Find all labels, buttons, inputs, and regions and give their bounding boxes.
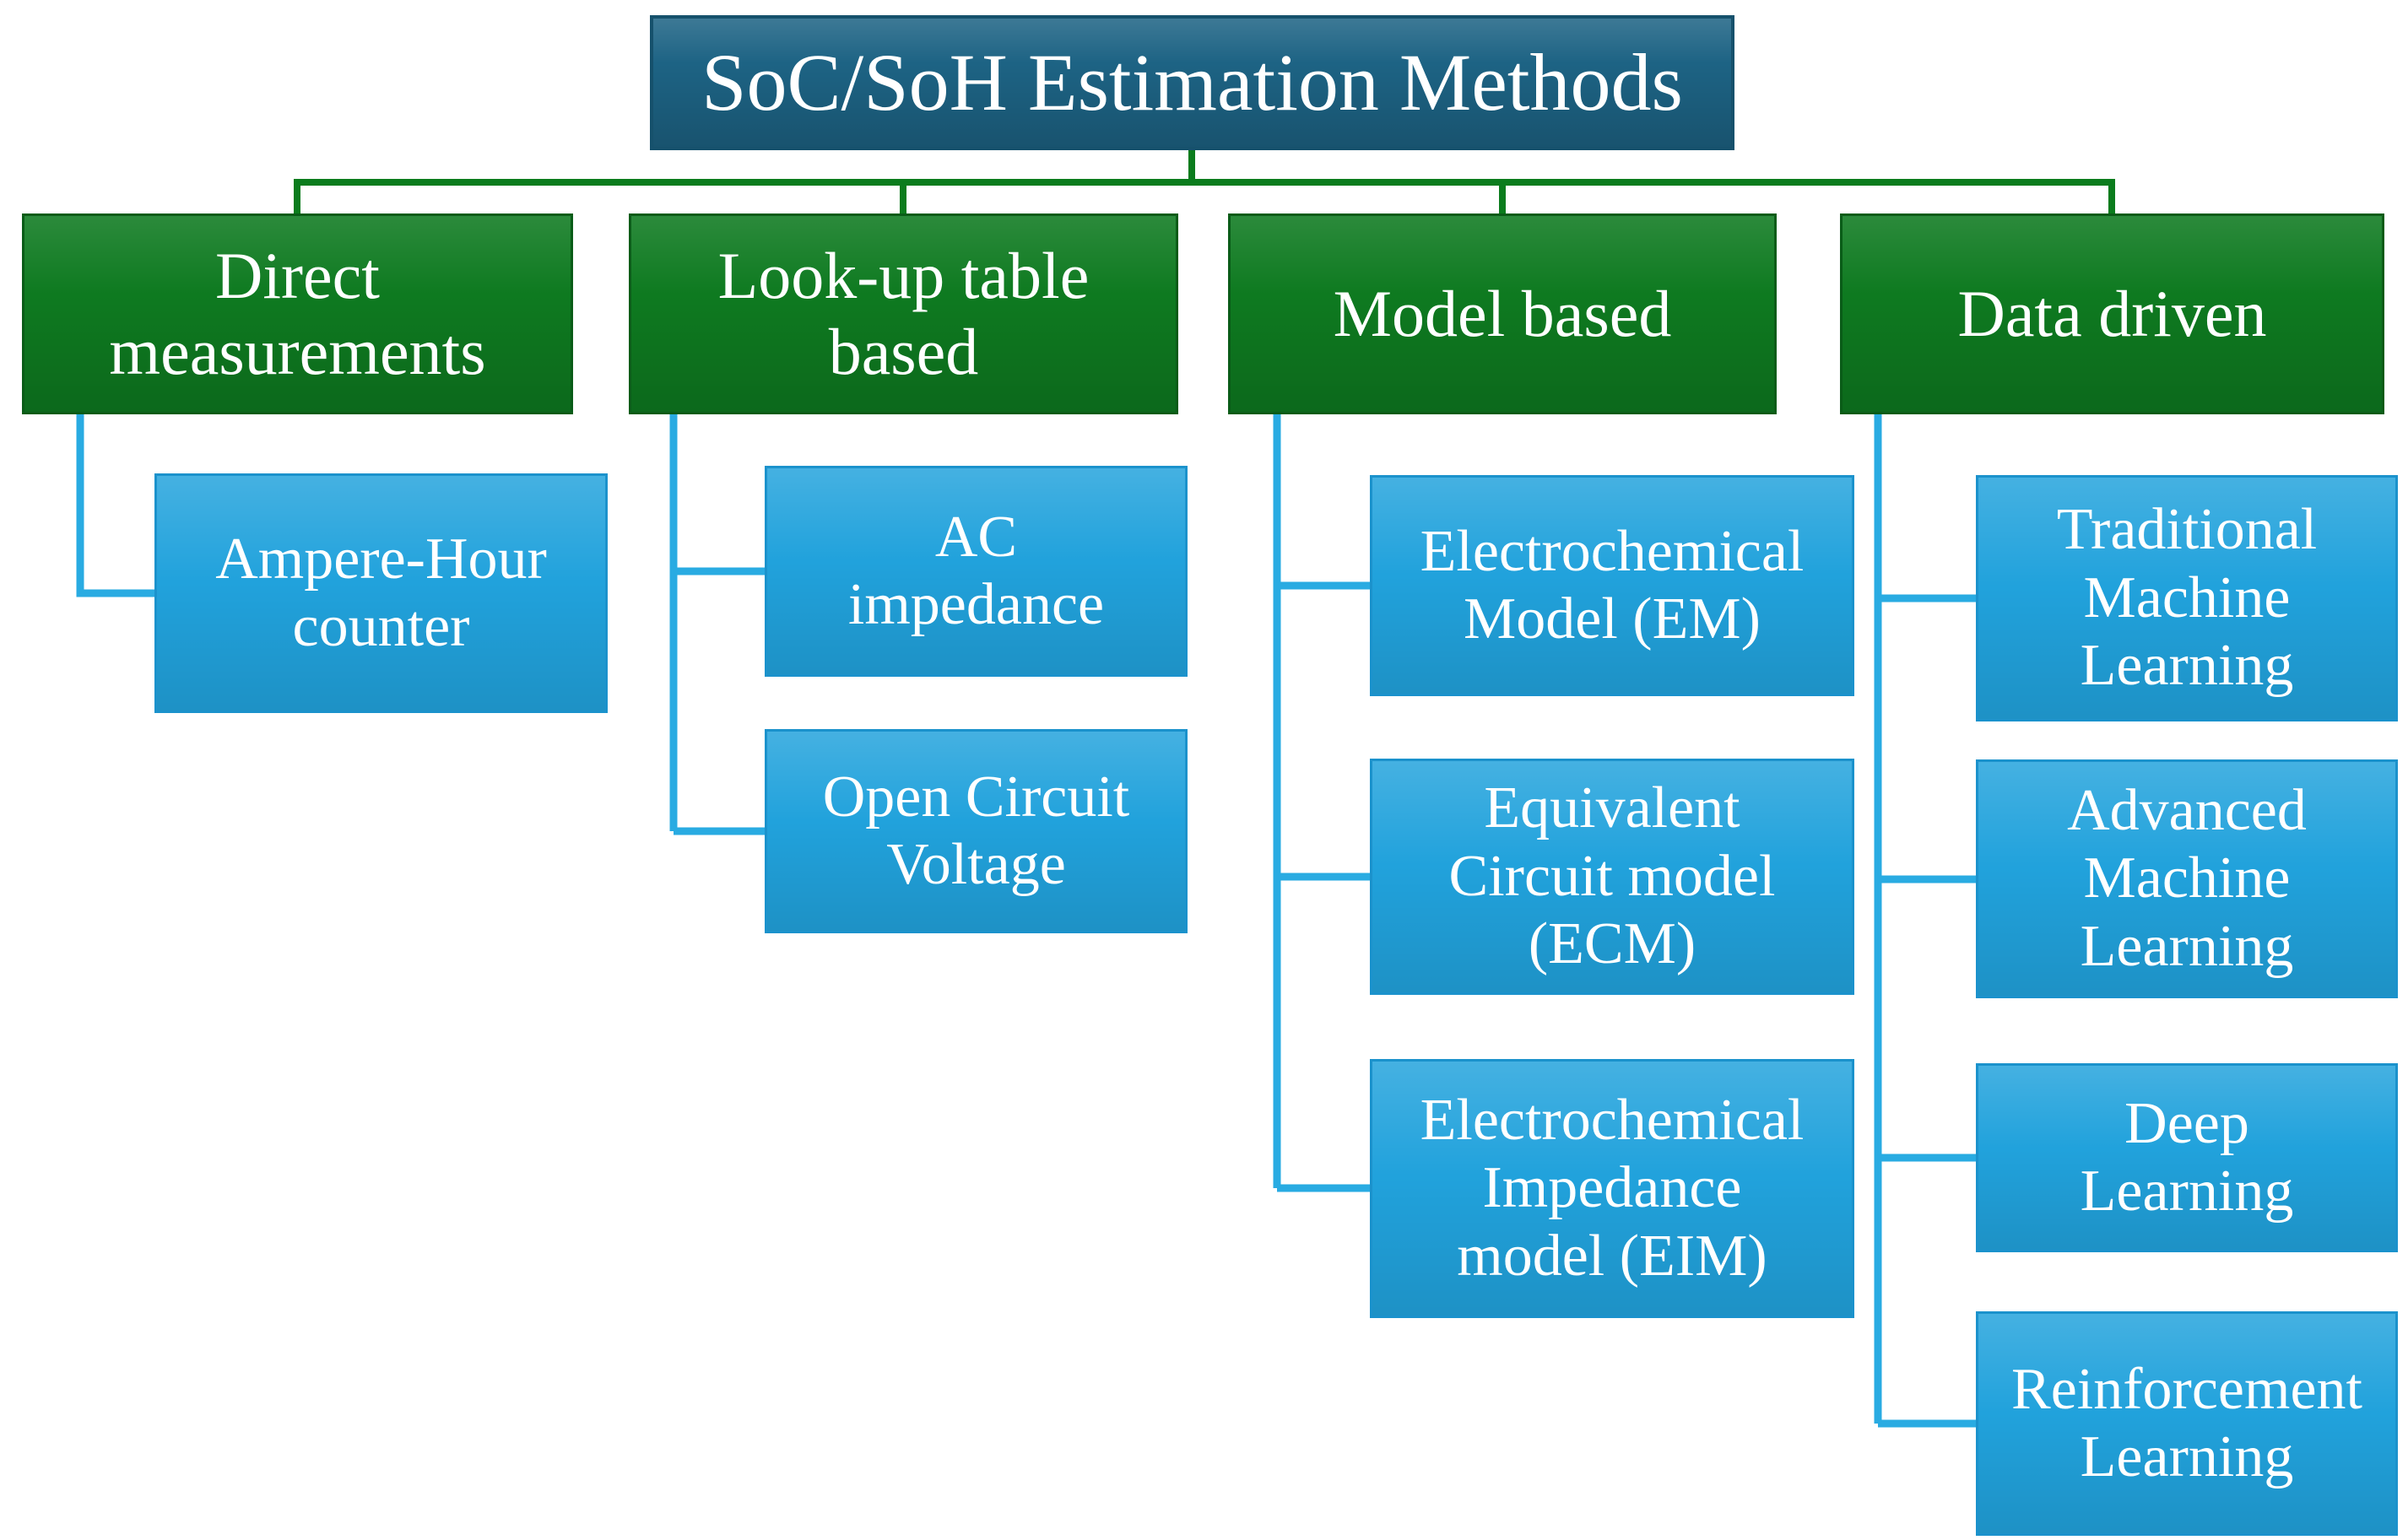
node-lookup-table-based: Look-up table based [629, 213, 1178, 414]
node-model-based: Model based [1228, 213, 1777, 414]
child-connector-lines [76, 413, 1978, 1428]
node-open-circuit-voltage: Open Circuit Voltage [765, 729, 1188, 933]
node-electrochemical-model-em: Electrochemical Model (EM) [1370, 475, 1854, 696]
node-equivalent-circuit-model-ecm: Equivalent Circuit model (ECM) [1370, 759, 1854, 995]
node-data-driven: Data driven [1840, 213, 2384, 414]
node-direct-measurements: Direct measurements [22, 213, 573, 414]
node-reinforcement-learning: Reinforcement Learning [1976, 1311, 2398, 1536]
node-deep-learning: Deep Learning [1976, 1063, 2398, 1252]
node-electrochemical-impedance-model-eim: Electrochemical Impedance model (EIM) [1370, 1059, 1854, 1318]
node-advanced-machine-learning: Advanced Machine Learning [1976, 759, 2398, 998]
branch-connector-lines [294, 149, 2115, 214]
node-ampere-hour-counter: Ampere-Hour counter [154, 473, 608, 713]
node-ac-impedance: AC impedance [765, 466, 1188, 677]
node-traditional-machine-learning: Traditional Machine Learning [1976, 475, 2398, 721]
node-root-title: SoC/SoH Estimation Methods [650, 15, 1734, 150]
